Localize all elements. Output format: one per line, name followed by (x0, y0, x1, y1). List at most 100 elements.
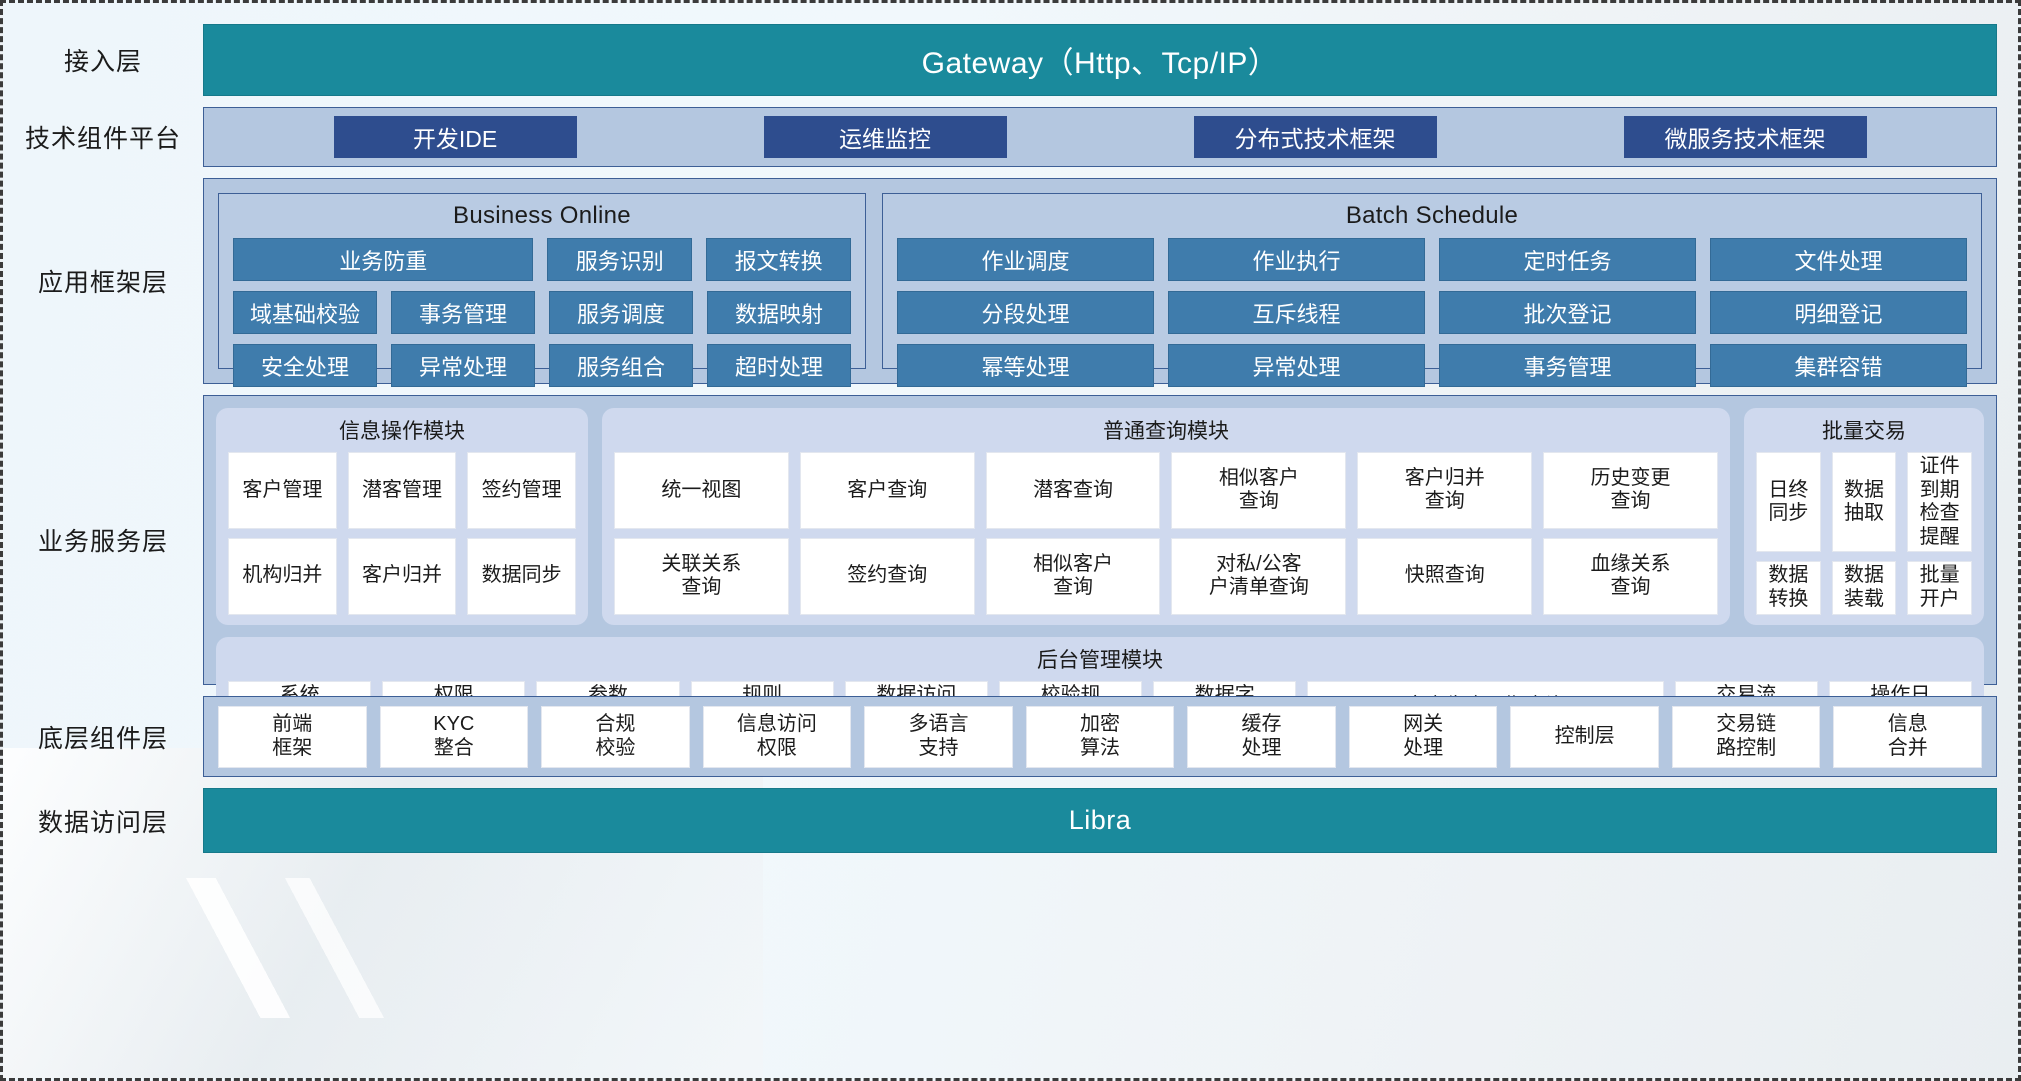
tech-chip-distributed-framework[interactable]: 分布式技术框架 (1193, 116, 1437, 158)
tech-chip-ops-monitor[interactable]: 运维监控 (763, 116, 1007, 158)
libra-bar[interactable]: Libra (203, 788, 1997, 853)
tech-chip-microservice-framework[interactable]: 微服务技术框架 (1623, 116, 1867, 158)
module-title-batch-transaction: 批量交易 (1822, 420, 1906, 443)
cell-similar-customer-query-2[interactable]: 相似客户查询 (985, 537, 1161, 615)
fw-row: 作业调度 作业执行 定时任务 文件处理 (897, 238, 1967, 281)
cell-data-extract[interactable]: 数据抽取 (1831, 452, 1897, 553)
cell-doc-expiry-reminder[interactable]: 证件到期检查提醒 (1907, 452, 1973, 553)
cell-data-load[interactable]: 数据装载 (1831, 561, 1897, 615)
cell-encryption-algorithm[interactable]: 加密算法 (1025, 705, 1175, 768)
module-title-common-query: 普通查询模块 (1103, 420, 1229, 443)
module-title-info-operation: 信息操作模块 (339, 420, 465, 443)
module-title-backend-admin: 后台管理模块 (1037, 648, 1163, 672)
cell-history-change-query[interactable]: 历史变更查询 (1543, 452, 1718, 529)
cell-customer-merge[interactable]: 客户归并 (347, 537, 457, 615)
fw-row: 域基础校验 事务管理 服务调度 数据映射 (233, 291, 851, 334)
cell-batch-account-open[interactable]: 批量开户 (1907, 561, 1973, 615)
cell-multilanguage-support[interactable]: 多语言支持 (864, 705, 1013, 768)
app-framework-band: Business Online 业务防重 服务识别 报文转换 域基础校验 事务管… (203, 178, 1997, 387)
info-operation-rows: 客户管理 潜客管理 签约管理 机构归并 客户归并 数据同步 (228, 452, 577, 615)
gateway-bar[interactable]: Gateway（Http、Tcp/IP） (203, 24, 1997, 96)
fw-cell-biz-dedup[interactable]: 业务防重 (233, 238, 534, 281)
module-batch-transaction: 批量交易 日终同步 数据抽取 证件到期检查提醒 数据转换 数据装载 批量开户 (1744, 408, 1984, 625)
module-info-operation: 信息操作模块 客户管理 潜客管理 签约管理 机构归并 客户归并 数据同步 (216, 408, 588, 625)
fw-cell-service-schedule[interactable]: 服务调度 (549, 291, 693, 334)
cell-control-layer[interactable]: 控制层 (1510, 705, 1659, 768)
business-modules-row: 信息操作模块 客户管理 潜客管理 签约管理 机构归并 客户归并 数据同步 (216, 408, 1984, 625)
fw-cell-segment-process[interactable]: 分段处理 (897, 291, 1154, 334)
fw-cell-transaction-mgmt-batch[interactable]: 事务管理 (1439, 344, 1696, 387)
group-batch-schedule: Batch Schedule 作业调度 作业执行 定时任务 文件处理 分段处理 … (882, 193, 1982, 387)
cell-data-transform[interactable]: 数据转换 (1756, 561, 1821, 615)
group-business-online: Business Online 业务防重 服务识别 报文转换 域基础校验 事务管… (218, 193, 866, 387)
cell-transaction-link-control[interactable]: 交易链路控制 (1671, 705, 1821, 768)
group-title-batch-schedule: Batch Schedule (1345, 202, 1519, 229)
cell-contract-mgmt[interactable]: 签约管理 (467, 452, 577, 529)
cell-unified-view[interactable]: 统一视图 (614, 452, 789, 529)
cell-similar-customer-query-1[interactable]: 相似客户查询 (1171, 452, 1347, 529)
layer-label-business-service: 业务服务层 (37, 528, 168, 556)
cell-lineage-query[interactable]: 血缘关系查询 (1543, 537, 1718, 615)
fw-cell-mutex-thread[interactable]: 互斥线程 (1168, 291, 1425, 334)
cell-customer-merge-query[interactable]: 客户归并查询 (1357, 452, 1533, 529)
fw-cell-data-mapping[interactable]: 数据映射 (707, 291, 851, 334)
mod-row: 统一视图 客户查询 潜客查询 相似客户查询 客户归并查询 历史变更查询 (614, 452, 1718, 529)
fw-cell-service-compose[interactable]: 服务组合 (549, 344, 693, 387)
fw-cell-cluster-failover[interactable]: 集群容错 (1710, 344, 1967, 387)
fw-cell-service-identify[interactable]: 服务识别 (547, 238, 693, 281)
group-title-business-online: Business Online (453, 202, 631, 229)
batch-transaction-rows: 日终同步 数据抽取 证件到期检查提醒 数据转换 数据装载 批量开户 (1756, 452, 1973, 615)
mod-row: 数据转换 数据装载 批量开户 (1756, 561, 1973, 615)
tech-platform-band: 开发IDE 运维监控 分布式技术框架 微服务技术框架 (203, 107, 1997, 167)
fw-row: 业务防重 服务识别 报文转换 (233, 238, 851, 281)
cell-cache-process[interactable]: 缓存处理 (1187, 705, 1336, 768)
cell-snapshot-query[interactable]: 快照查询 (1357, 537, 1533, 615)
fw-cell-transaction-mgmt[interactable]: 事务管理 (391, 291, 535, 334)
fw-row: 幂等处理 异常处理 事务管理 集群容错 (897, 344, 1967, 387)
layer-label-data-access: 数据访问层 (37, 808, 168, 837)
cell-eod-sync[interactable]: 日终同步 (1756, 452, 1821, 553)
cell-prospect-query[interactable]: 潜客查询 (985, 452, 1161, 529)
fw-cell-security-process[interactable]: 安全处理 (233, 344, 377, 387)
layer-label-access: 接入层 (63, 48, 142, 76)
cell-compliance-check[interactable]: 合规校验 (541, 705, 690, 768)
common-query-rows: 统一视图 客户查询 潜客查询 相似客户查询 客户归并查询 历史变更查询 关联关系… (614, 452, 1718, 615)
fw-cell-job-schedule[interactable]: 作业调度 (897, 238, 1154, 281)
cell-prospect-mgmt[interactable]: 潜客管理 (347, 452, 457, 529)
cell-relationship-query[interactable]: 关联关系查询 (614, 537, 789, 615)
fw-cell-exception-process[interactable]: 异常处理 (391, 344, 535, 387)
fw-cell-idempotent-process[interactable]: 幂等处理 (897, 344, 1154, 387)
fw-row: 分段处理 互斥线程 批次登记 明细登记 (897, 291, 1967, 334)
cell-gateway-process[interactable]: 网关处理 (1348, 705, 1498, 768)
fw-cell-timed-task[interactable]: 定时任务 (1439, 238, 1696, 281)
fw-cell-timeout-process[interactable]: 超时处理 (707, 344, 851, 387)
fw-cell-detail-register[interactable]: 明细登记 (1710, 291, 1967, 334)
cell-info-merge[interactable]: 信息合并 (1833, 705, 1983, 768)
fw-cell-message-transform[interactable]: 报文转换 (706, 238, 851, 281)
layer-grid: 接入层 Gateway（Http、Tcp/IP） 技术组件平台 开发IDE 运维… (3, 3, 2018, 1078)
fw-cell-file-process[interactable]: 文件处理 (1710, 238, 1967, 281)
cell-info-access-permission[interactable]: 信息访问权限 (702, 705, 852, 768)
mod-row: 机构归并 客户归并 数据同步 (228, 537, 577, 615)
tech-chip-dev-ide[interactable]: 开发IDE (333, 116, 577, 158)
cell-customer-query[interactable]: 客户查询 (799, 452, 975, 529)
layer-label-app-framework: 应用框架层 (37, 269, 168, 297)
mod-row: 客户管理 潜客管理 签约管理 (228, 452, 577, 529)
fw-cell-job-execute[interactable]: 作业执行 (1168, 238, 1425, 281)
fw-cell-exception-process-batch[interactable]: 异常处理 (1168, 344, 1425, 387)
cell-frontend-framework[interactable]: 前端框架 (218, 705, 367, 768)
fw-cell-domain-validate[interactable]: 域基础校验 (233, 291, 377, 334)
cell-data-sync[interactable]: 数据同步 (467, 537, 577, 615)
layer-label-base-component: 底层组件层 (37, 724, 168, 753)
layer-label-tech-platform: 技术组件平台 (24, 125, 181, 153)
cell-customer-mgmt[interactable]: 客户管理 (228, 452, 337, 529)
fw-cell-batch-register[interactable]: 批次登记 (1439, 291, 1696, 334)
batch-schedule-rows: 作业调度 作业执行 定时任务 文件处理 分段处理 互斥线程 批次登记 明细登记 … (897, 238, 1967, 387)
cell-private-public-customer-list-query[interactable]: 对私/公客户清单查询 (1171, 537, 1347, 615)
cell-org-merge[interactable]: 机构归并 (228, 537, 337, 615)
mod-row: 日终同步 数据抽取 证件到期检查提醒 (1756, 452, 1973, 553)
cell-contract-query[interactable]: 签约查询 (799, 537, 975, 615)
